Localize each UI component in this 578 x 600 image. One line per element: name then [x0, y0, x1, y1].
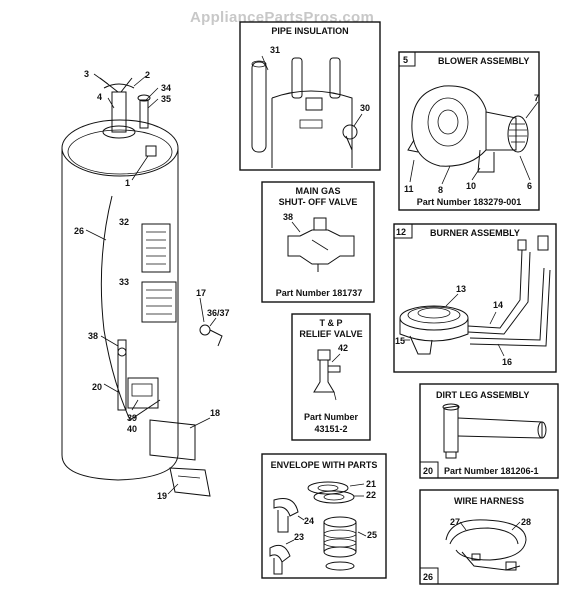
callout-6: 6 [527, 181, 532, 191]
panel-dirt-leg-assembly: DIRT LEG ASSEMBLY 20 Part Number 181206-… [419, 383, 559, 479]
callout-38: 38 [88, 331, 98, 341]
main-gas-part-number: Part Number 181737 [276, 288, 363, 298]
panel-blower-assembly: 5 BLOWER ASSEMBLY 7 11 8 10 6 Part Numbe… [398, 51, 540, 211]
callout-11: 11 [404, 184, 414, 194]
callout-27: 27 [450, 517, 460, 527]
dirt-leg-part-number: Part Number 181206-1 [444, 466, 539, 476]
callout-38-gas: 38 [283, 212, 293, 222]
callout-40: 40 [127, 424, 137, 434]
wire-harness-title: WIRE HARNESS [454, 496, 524, 506]
callout-3: 3 [84, 69, 89, 79]
callout-16: 16 [502, 357, 512, 367]
blower-part-number: Part Number 183279-001 [417, 197, 522, 207]
dirt-leg-number: 20 [423, 466, 433, 476]
water-heater-main-drawing [61, 77, 223, 497]
panel-burner-assembly: 12 BURNER ASSEMBLY 13 14 15 16 [393, 223, 557, 373]
main-gas-title-2: SHUT- OFF VALVE [279, 197, 358, 207]
callout-8: 8 [438, 185, 443, 195]
blower-number: 5 [403, 55, 408, 65]
pipe-insulation-title: PIPE INSULATION [271, 26, 348, 36]
panel-pipe-insulation: PIPE INSULATION 31 30 [239, 21, 381, 171]
callout-34: 34 [161, 83, 171, 93]
callout-35: 35 [161, 94, 171, 104]
callout-1: 1 [125, 178, 130, 188]
burner-title: BURNER ASSEMBLY [430, 228, 520, 238]
callout-19: 19 [157, 491, 167, 501]
callout-39: 39 [127, 413, 137, 423]
main-callouts: 1 2 3 4 17 18 19 20 26 32 33 34 35 36/37… [74, 69, 230, 501]
tp-title-1: T & P [319, 318, 342, 328]
tp-part-number: 43151-2 [314, 424, 347, 434]
callout-32: 32 [119, 217, 129, 227]
callout-24: 24 [304, 516, 314, 526]
main-leader-lines [85, 73, 217, 495]
tp-title-2: RELIEF VALVE [299, 329, 362, 339]
panel-envelope-with-parts: ENVELOPE WITH PARTS 21 22 24 23 25 [261, 453, 387, 579]
burner-number: 12 [396, 227, 406, 237]
wire-harness-number: 26 [423, 572, 433, 582]
callout-22: 22 [366, 490, 376, 500]
panel-tp-relief-valve: T & P RELIEF VALVE 42 Part Number 43151-… [291, 313, 371, 441]
callout-20: 20 [92, 382, 102, 392]
callout-7: 7 [534, 93, 539, 103]
callout-2: 2 [145, 70, 150, 80]
tp-part-label: Part Number [304, 412, 359, 422]
callout-30: 30 [360, 103, 370, 113]
callout-36-37: 36/37 [207, 308, 230, 318]
callout-13: 13 [456, 284, 466, 294]
callout-25: 25 [367, 530, 377, 540]
callout-33: 33 [119, 277, 129, 287]
callout-42: 42 [338, 343, 348, 353]
callout-18: 18 [210, 408, 220, 418]
envelope-title: ENVELOPE WITH PARTS [271, 460, 378, 470]
callout-26: 26 [74, 226, 84, 236]
callout-14: 14 [493, 300, 503, 310]
blower-title: BLOWER ASSEMBLY [438, 56, 529, 66]
callout-17: 17 [196, 288, 206, 298]
callout-21: 21 [366, 479, 376, 489]
callout-4: 4 [97, 92, 102, 102]
callout-31: 31 [270, 45, 280, 55]
panel-main-gas-valve: MAIN GAS SHUT- OFF VALVE 38 Part Number … [261, 181, 375, 303]
callout-23: 23 [294, 532, 304, 542]
callout-15: 15 [395, 336, 405, 346]
callout-28: 28 [521, 517, 531, 527]
panel-wire-harness: WIRE HARNESS 27 28 26 [419, 489, 559, 585]
main-gas-title-1: MAIN GAS [296, 186, 341, 196]
callout-10: 10 [466, 181, 476, 191]
dirt-leg-title: DIRT LEG ASSEMBLY [436, 390, 529, 400]
